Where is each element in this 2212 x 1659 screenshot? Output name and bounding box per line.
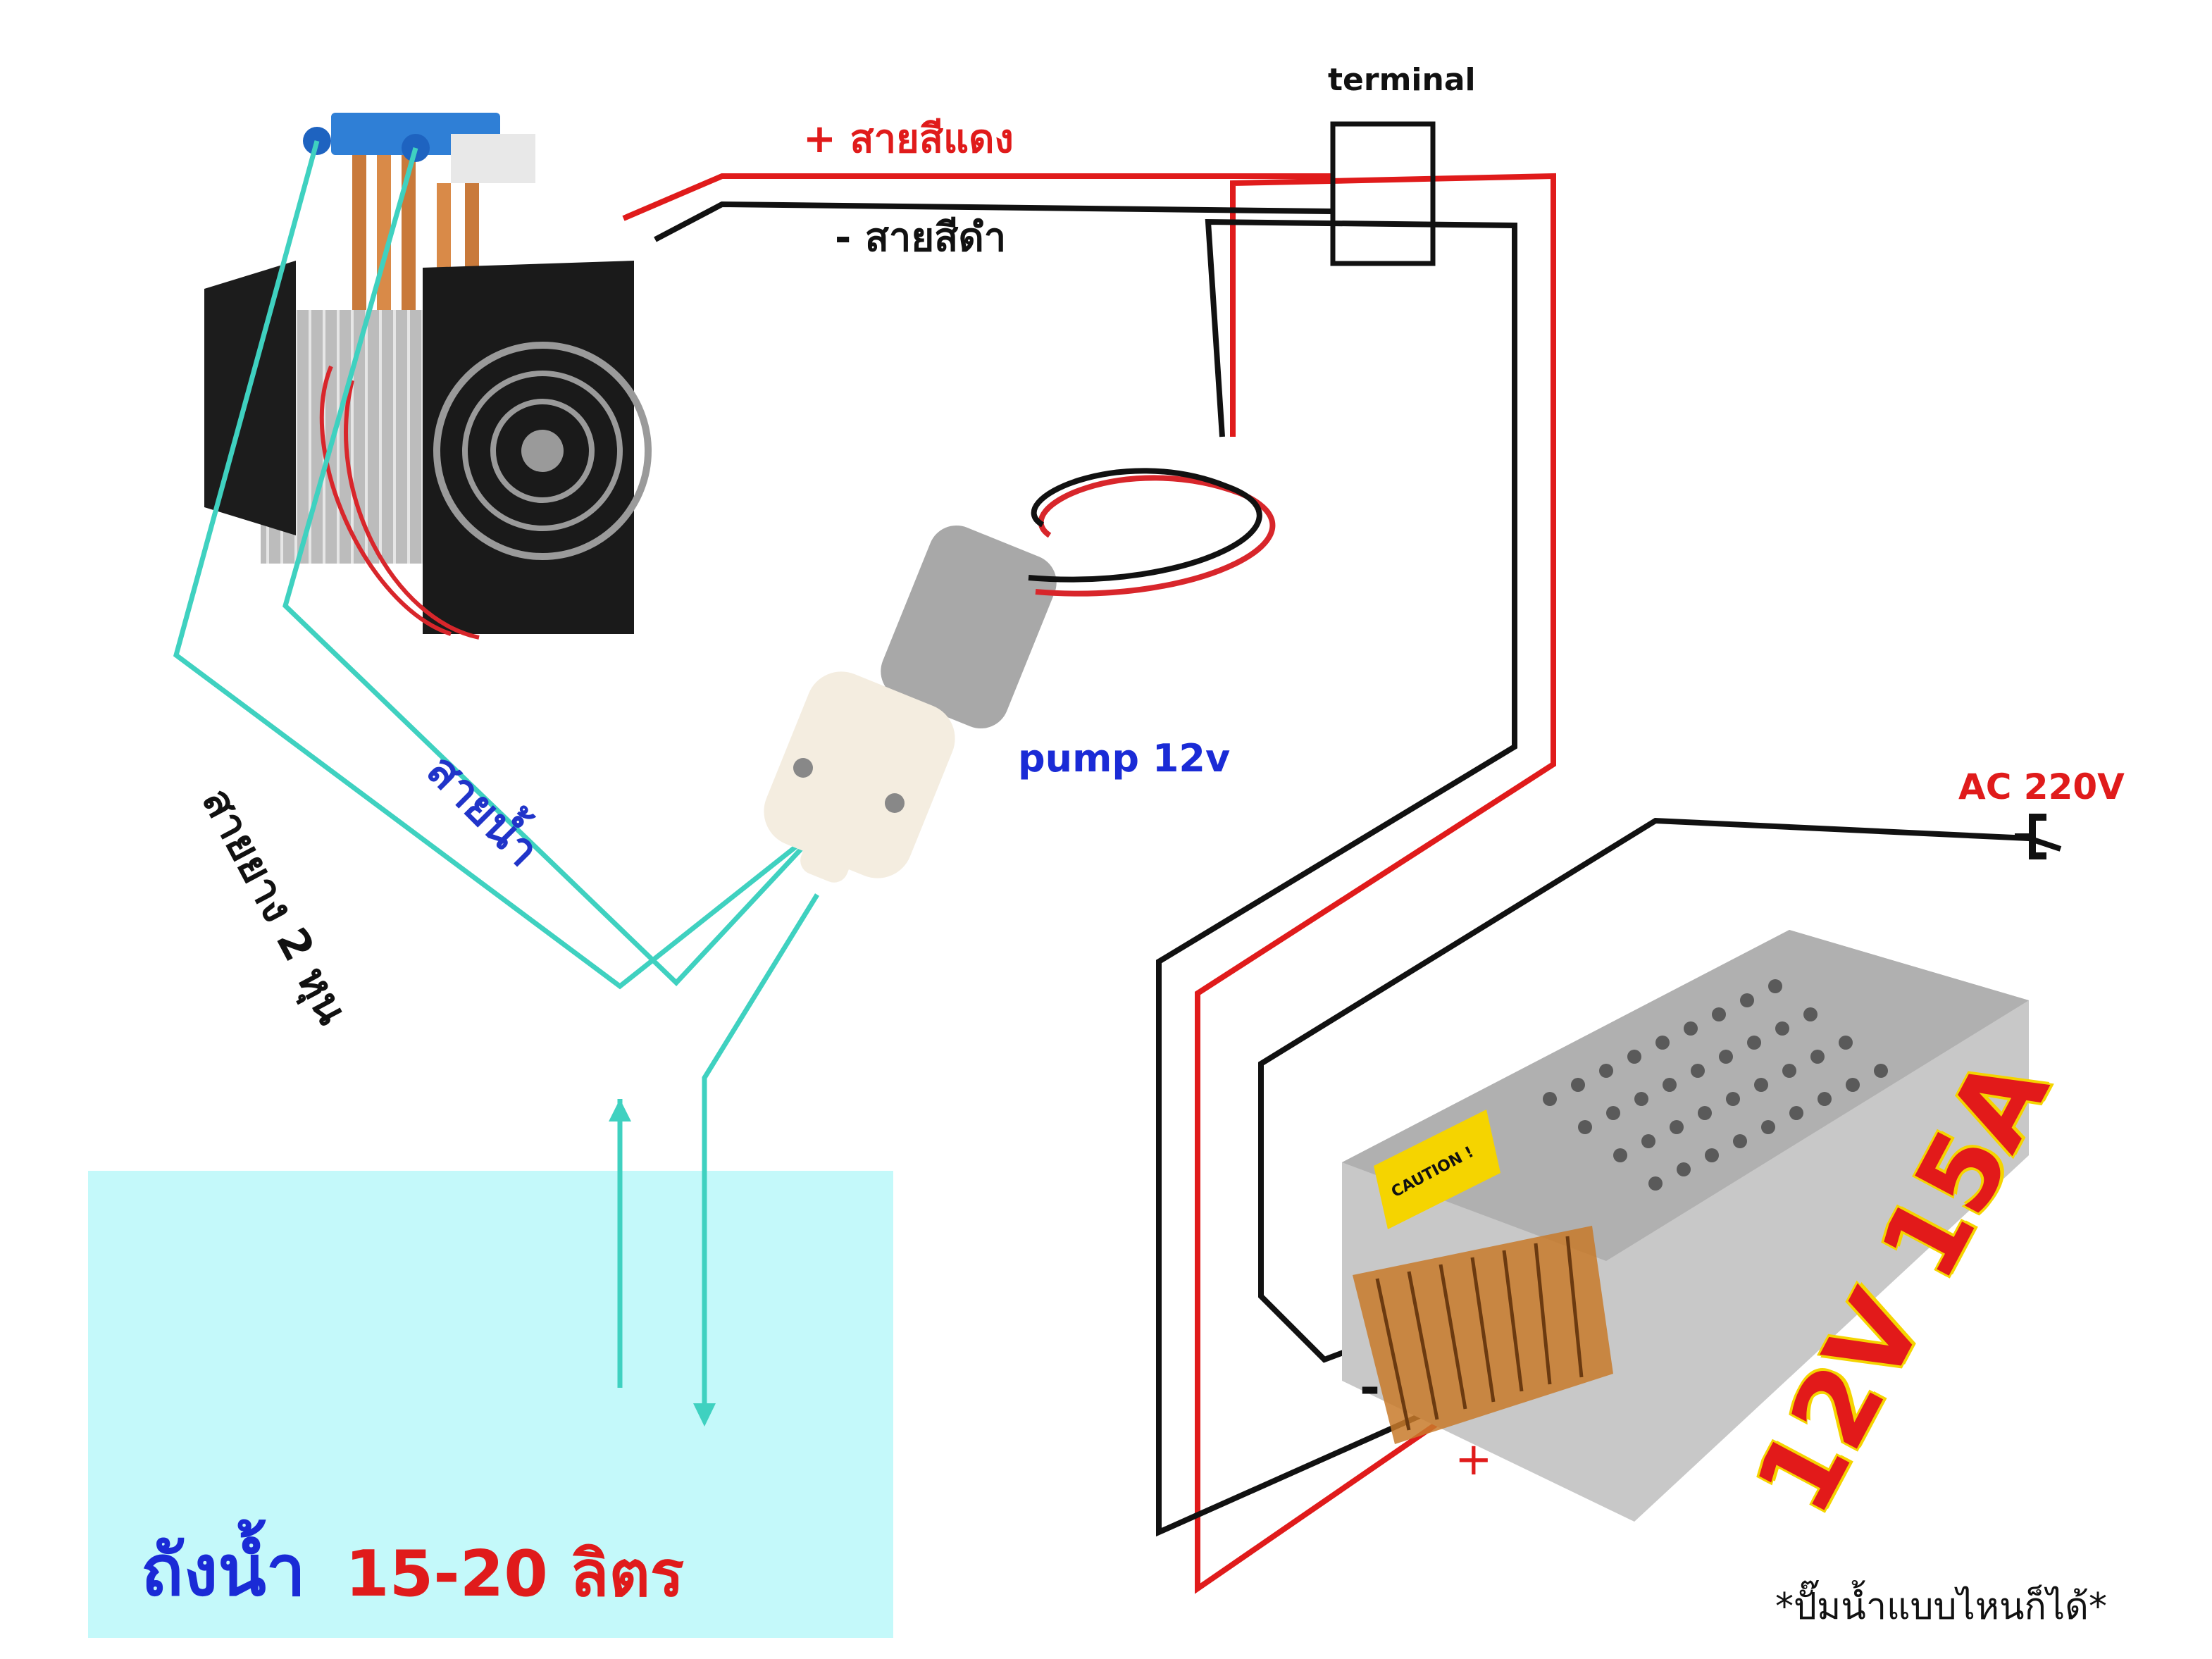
psu-minus-label: - [1360,1359,1381,1417]
psu-plus-label: + [1455,1434,1493,1486]
red-wire [622,173,1556,1594]
ac-label: AC 220V [1958,766,2125,807]
water-hose [173,140,826,1416]
pump-label: pump 12v [1018,736,1231,781]
ac-plug-icon [2015,814,2046,859]
terminal-label: terminal [1328,62,1476,98]
hose-arrow-up-icon [609,1099,631,1121]
black-wire-label: - สายสีดำ [835,215,1007,261]
tank-capacity: 15-20 ลิตร [345,1537,685,1611]
power-supply-icon: CAUTION ! [1342,930,2029,1522]
water-pump-icon [764,468,1276,883]
red-wire-label: + สายสีแดง [803,116,1014,162]
water-tank [88,1171,893,1638]
peltier-cooler-icon [204,113,652,640]
hose-arrow-down-icon [693,1403,716,1427]
terminal-block-icon [1330,121,1436,266]
tank-title: ถังน้ำ [141,1529,306,1612]
footnote: *ปั๊มน้ำแบบไหนก็ได้* [1775,1586,2107,1628]
